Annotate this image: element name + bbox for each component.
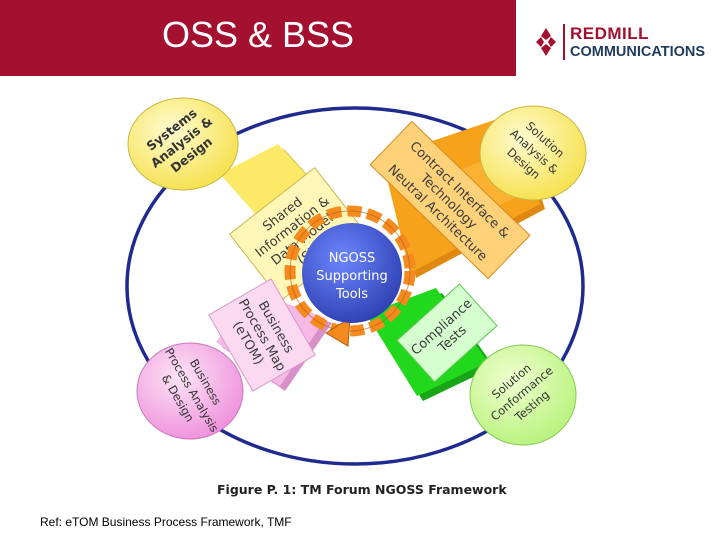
business-process-ellipse: Business Process Analysis & Design	[136, 342, 244, 440]
framework-figure: Shared Information & Data Model (SID) Co…	[125, 97, 587, 497]
redmill-logo: REDMILL COMMUNICATIONS	[530, 20, 720, 64]
title-banner: OSS & BSS	[0, 0, 516, 76]
reference-note: Ref: eTOM Business Process Framework, TM…	[40, 515, 292, 529]
gear-arrow-icon	[325, 317, 351, 347]
logo-name: REDMILL	[570, 24, 650, 43]
solution-analysis-ellipse: Solution Analysis & Design	[479, 105, 587, 201]
center-label-line: Supporting	[316, 269, 388, 284]
ngoss-framework-diagram: Shared Information & Data Model (SID) Co…	[120, 88, 610, 508]
redmill-mark-icon	[536, 28, 556, 56]
slide-title: OSS & BSS	[161, 14, 355, 55]
figure-caption: Figure P. 1: TM Forum NGOSS Framework	[217, 482, 507, 497]
logo-divider	[563, 24, 565, 60]
ngoss-center: NGOSS Supporting Tools	[302, 223, 402, 323]
center-label-line: Tools	[335, 287, 368, 302]
gear-ring	[284, 205, 416, 337]
systems-analysis-ellipse: Systems Analysis & Design	[127, 97, 239, 191]
solution-conformance-ellipse: Solution Conformance Testing	[469, 344, 577, 446]
center-label-line: NGOSS	[329, 251, 376, 266]
outer-ring	[125, 106, 585, 466]
logo-subname: COMMUNICATIONS	[570, 44, 706, 60]
